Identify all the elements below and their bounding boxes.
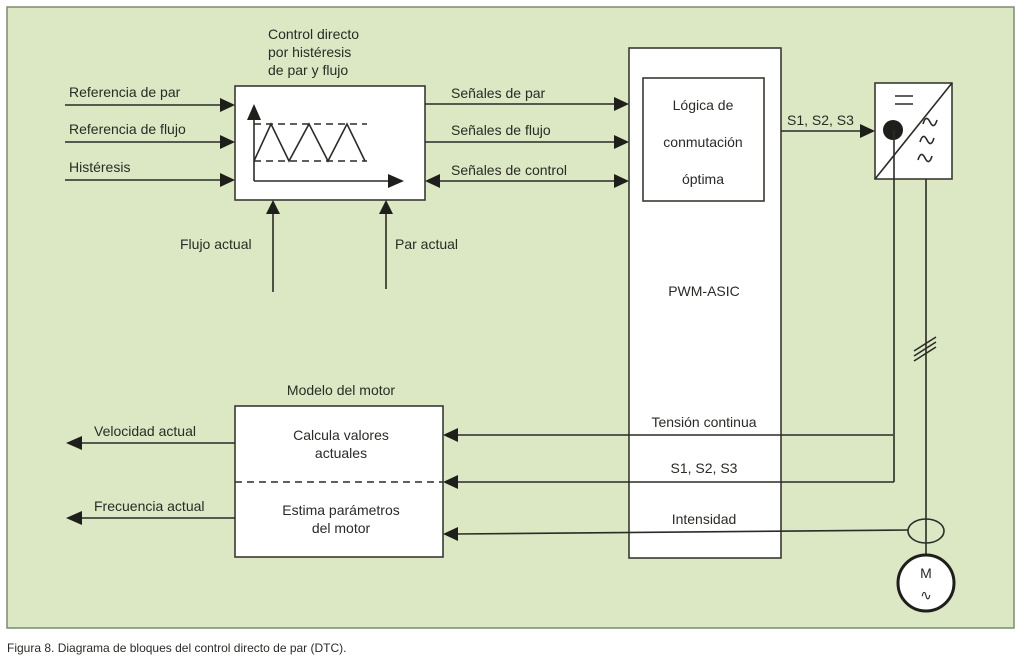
output-label-torque-signals: Señales de par	[451, 85, 546, 101]
arrowhead	[860, 124, 875, 138]
current-sensor-icon	[907, 518, 945, 544]
figure-caption: Figura 8. Diagrama de bloques del contro…	[7, 641, 347, 655]
arrowhead	[66, 511, 82, 525]
arrowhead	[614, 135, 629, 149]
arrowhead	[425, 174, 440, 188]
inverter-icon	[874, 82, 953, 180]
motor-letter: M	[920, 565, 932, 581]
hysteresis-block: Control directo por histéresis de par y …	[234, 26, 426, 201]
speed-actual-label: Velocidad actual	[94, 423, 196, 439]
dc-voltage-label: Tensión continua	[651, 414, 756, 430]
arrowhead	[443, 527, 458, 541]
arrowhead	[614, 97, 629, 111]
output-label-control-signals: Señales de control	[451, 162, 567, 178]
motor-model-block: Modelo del motor Calcula valores actuale…	[234, 382, 444, 558]
current-label: Intensidad	[672, 511, 737, 527]
feedback-lines: Tensión continua S1, S2, S3 Intensidad	[443, 414, 909, 541]
arrowhead	[220, 173, 235, 187]
switching-logic-line-2: conmutación	[663, 134, 742, 150]
motor-model-upper-line-1: Calcula valores	[293, 427, 389, 443]
motor-model-lower-line-1: Estima parámetros	[282, 502, 399, 518]
arrowhead	[443, 475, 458, 489]
arrowhead	[379, 200, 393, 214]
flux-actual-label: Flujo actual	[180, 236, 252, 252]
three-phase-icon	[913, 336, 937, 362]
output-label-flux-signals: Señales de flujo	[451, 122, 551, 138]
switch-signals-label: S1, S2, S3	[787, 112, 854, 128]
switching-logic-line-3: óptima	[682, 171, 724, 187]
arrowhead	[220, 98, 235, 112]
diagram-frame	[6, 6, 1015, 629]
switching-logic-box	[642, 77, 765, 202]
frequency-actual-label: Frecuencia actual	[94, 498, 205, 514]
arrowhead	[66, 436, 82, 450]
pwm-asic-block: Lógica de conmutación óptima PWM-ASIC	[628, 47, 782, 559]
input-label-hysteresis: Histéresis	[69, 159, 130, 175]
motor-icon: M ∿	[896, 553, 956, 613]
switch-state-label: S1, S2, S3	[671, 460, 738, 476]
motor-model-upper-line-2: actuales	[315, 445, 367, 461]
input-label-flux-reference: Referencia de flujo	[69, 121, 186, 137]
input-label-torque-reference: Referencia de par	[69, 84, 181, 100]
reference-inputs: Referencia de par Referencia de flujo Hi…	[65, 84, 235, 187]
motor-ac-symbol: ∿	[920, 587, 932, 603]
motor-model-lower-line-2: del motor	[312, 520, 371, 536]
hysteresis-graph-icon	[247, 104, 404, 188]
hysteresis-title-line-1: Control directo	[268, 26, 359, 42]
arrowhead	[614, 174, 629, 188]
motor-model-title: Modelo del motor	[287, 382, 396, 398]
switching-logic-line-1: Lógica de	[673, 97, 734, 113]
hysteresis-title-line-3: de par y flujo	[268, 62, 348, 78]
arrowhead	[443, 428, 458, 442]
feedback-inputs: Flujo actual Par actual	[180, 200, 458, 292]
current-arrow	[455, 529, 909, 535]
arrowhead	[266, 200, 280, 214]
hysteresis-outputs: Señales de par Señales de flujo Señales …	[425, 85, 629, 188]
torque-actual-label: Par actual	[395, 236, 458, 252]
pwm-asic-label: PWM-ASIC	[668, 283, 740, 299]
arrowhead	[220, 135, 235, 149]
motor-model-outputs: Velocidad actual Frecuencia actual	[66, 423, 235, 525]
hysteresis-title-line-2: por histéresis	[268, 44, 351, 60]
